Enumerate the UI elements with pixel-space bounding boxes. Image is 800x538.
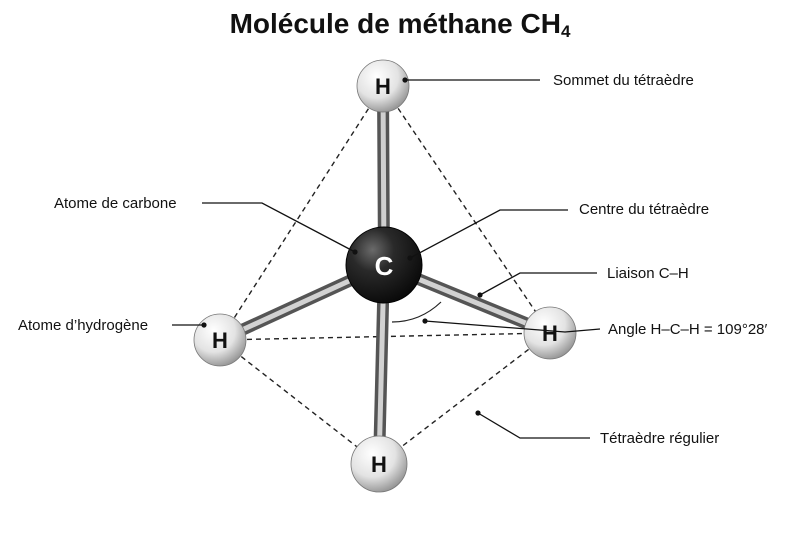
leader-carbon xyxy=(202,202,356,253)
title-text: Molécule de méthane CH xyxy=(229,8,561,39)
leader-dots xyxy=(201,77,483,416)
hydrogen-left: H xyxy=(193,313,247,367)
label-bond: Liaison C–H xyxy=(607,265,689,282)
carbon-atom: C xyxy=(345,226,423,304)
hydrogen-bottom: H xyxy=(350,435,408,493)
hydrogen-left-symbol: H xyxy=(212,328,228,353)
leader-tetrahedron xyxy=(477,412,590,439)
diagram-title: Molécule de méthane CH4 xyxy=(0,8,800,42)
label-vertex: Sommet du tétraèdre xyxy=(553,72,694,89)
edge-left-bottom xyxy=(219,339,380,465)
title-subscript: 4 xyxy=(560,22,571,41)
label-carbon-atom: Atome de carbone xyxy=(54,195,177,212)
label-tetrahedron: Tétraèdre régulier xyxy=(600,430,719,447)
label-center: Centre du tétraèdre xyxy=(579,201,709,218)
leader-angle xyxy=(424,320,601,333)
leader-lines xyxy=(172,79,601,439)
hydrogen-top: H xyxy=(356,59,410,113)
leader-bond xyxy=(479,272,597,296)
hydrogen-bottom-symbol: H xyxy=(371,452,387,477)
carbon-symbol: C xyxy=(375,251,394,281)
hydrogen-right-symbol: H xyxy=(542,321,558,346)
label-hydrogen-atom: Atome d’hydrogène xyxy=(18,317,148,334)
edge-top-right xyxy=(382,85,551,334)
angle-arc xyxy=(391,301,442,323)
edge-right-bottom xyxy=(378,332,551,465)
hydrogen-top-symbol: H xyxy=(375,74,391,99)
hydrogen-right: H xyxy=(523,306,577,360)
leader-center xyxy=(409,209,568,259)
label-angle: Angle H–C–H = 109°28′ xyxy=(608,321,768,338)
